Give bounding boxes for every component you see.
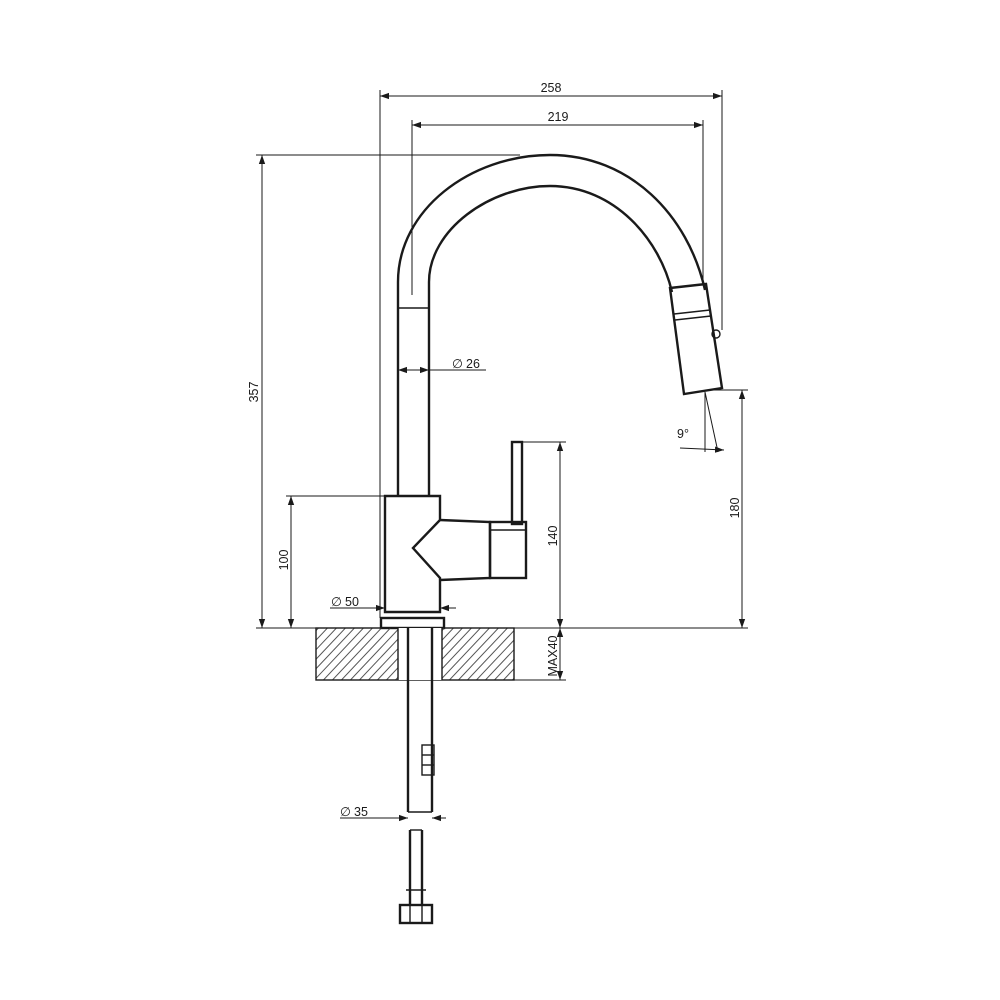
hatch-line: [316, 628, 347, 660]
hatch-line: [493, 658, 514, 680]
hatch-line: [475, 639, 514, 680]
hatch-line: [484, 648, 514, 680]
hatch-line: [349, 628, 401, 680]
hatch-line: [316, 628, 329, 641]
faucet-body: [383, 494, 442, 614]
lever-housing: [439, 518, 492, 582]
dim-total-height-label: 357: [247, 382, 261, 403]
dim-spout-diameter-label: 26: [466, 357, 480, 371]
dim-total-width-label: 258: [541, 81, 562, 95]
dim-spout-angle: 9°: [677, 391, 725, 453]
spray-button: [711, 329, 721, 339]
hatch-line: [340, 628, 392, 680]
countertop-section: [315, 620, 623, 690]
dim-max-deck: MAX40: [514, 628, 566, 681]
dim-body-height: 100: [277, 495, 385, 628]
hatch-line: [466, 629, 514, 680]
dim-handle-height: 140: [522, 441, 566, 628]
dim-spout-diameter-symbol: ∅: [452, 357, 463, 371]
hatch-line: [557, 620, 623, 690]
dim-spout-reach: 219: [411, 110, 704, 295]
dim-total-width: 258: [379, 81, 723, 618]
dim-max-deck-label: MAX40: [546, 635, 560, 676]
base-ring: [379, 616, 446, 630]
dim-spout-clearance-label: 180: [728, 498, 742, 519]
supply-hose-nut: [398, 903, 434, 925]
hatch-line: [502, 668, 514, 680]
hatch-line: [316, 628, 365, 680]
dim-spout-angle-label: 9°: [677, 427, 689, 441]
hatch-line: [316, 628, 356, 670]
dim-spout-clearance: 180: [514, 389, 748, 629]
hatch-line: [448, 628, 500, 680]
dim-spout-diameter: ∅ 26: [398, 357, 486, 374]
dim-base-diameter: ∅ 50: [330, 595, 456, 612]
hatch-line: [331, 628, 383, 680]
spout-arch-inner: [427, 184, 674, 308]
dim-base-diameter-label: 50: [345, 595, 359, 609]
dim-shank-diameter-symbol: ∅: [340, 805, 351, 819]
hatch-line: [457, 628, 509, 680]
spout-arch-outer: [396, 153, 707, 308]
dim-base-diameter-symbol: ∅: [331, 595, 342, 609]
lever-handle: [510, 440, 524, 526]
hatch-line: [322, 628, 374, 680]
dim-total-height: 357: [247, 154, 520, 629]
dim-spout-reach-label: 219: [548, 110, 569, 124]
dim-shank-diameter: ∅ 35: [340, 805, 446, 822]
dim-shank-diameter-label: 35: [354, 805, 368, 819]
dim-body-height-label: 100: [277, 550, 291, 571]
lever-cap: [488, 520, 528, 580]
dim-handle-height-label: 140: [546, 526, 560, 547]
spray-head: [668, 282, 724, 396]
hatch-line: [316, 628, 338, 651]
hose-connector: [421, 744, 435, 776]
